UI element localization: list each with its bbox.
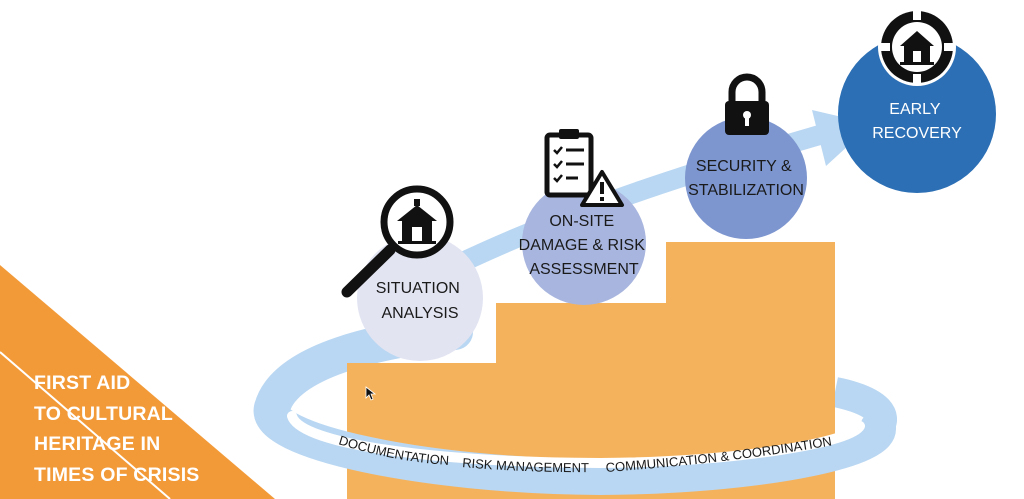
stairs (347, 242, 835, 499)
step-label-damage-assessment: ON-SITE DAMAGE & RISK ASSESSMENT (519, 213, 650, 278)
step-circle-security (685, 117, 807, 239)
step-label-security: SECURITY & STABILIZATION (688, 158, 804, 199)
cross-cutting-risk-management: RISK MANAGEMENT (462, 455, 589, 475)
recovery-cycle-house-icon (878, 8, 956, 86)
banner-title: FIRST AID TO CULTURAL HERITAGE IN TIMES … (34, 368, 234, 490)
clipboard-warning-icon (544, 129, 624, 207)
banner-title-line: TO CULTURAL (34, 402, 174, 425)
padlock-icon (725, 73, 769, 135)
banner-title-line: FIRST AID (34, 372, 131, 394)
banner-background (0, 265, 275, 499)
banner-stripe (0, 351, 171, 499)
magnifier-house-icon (341, 185, 454, 298)
step-label-situation-analysis: SITUATION ANALYSIS (376, 280, 465, 322)
banner-title-line: HERITAGE IN (34, 433, 161, 455)
banner-title-line: TIMES OF CRISIS (34, 463, 200, 486)
step-circle-early-recovery (838, 35, 996, 193)
mouse-cursor-icon (365, 386, 377, 401)
step-label-early-recovery: EARLY RECOVERY (872, 101, 962, 142)
step-circle-damage-assessment (522, 181, 646, 305)
step-circle-situation-analysis (357, 235, 483, 361)
process-ring-front (253, 390, 896, 496)
